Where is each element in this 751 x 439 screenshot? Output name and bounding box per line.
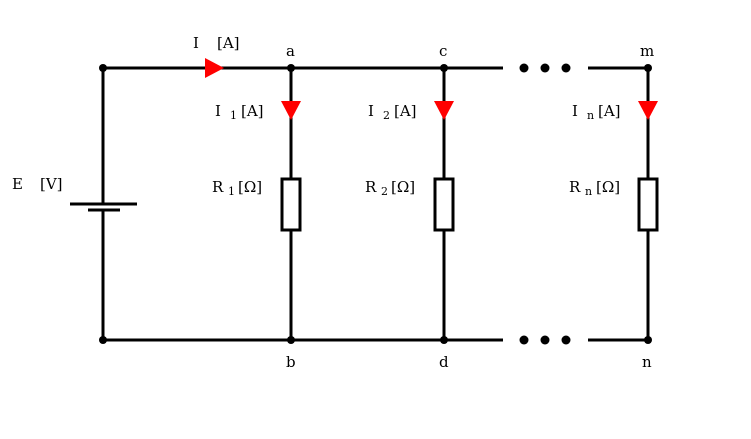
resistor-n <box>637 177 659 232</box>
node-label-n: n <box>642 353 652 371</box>
branchn-resistor-sub: n <box>585 185 592 198</box>
junction-n <box>644 336 652 344</box>
branch2-resistor-sub: 2 <box>381 185 388 198</box>
branch2-current-arrow <box>434 101 454 120</box>
source-unit: [V] <box>40 175 63 193</box>
branchn-current-arrow <box>638 101 658 120</box>
main-current-unit: [A] <box>217 34 240 52</box>
branch1-current-unit: [A] <box>241 102 264 120</box>
branch1-current-arrow <box>281 101 301 120</box>
junction-source-top <box>99 64 107 72</box>
branch1-current-sub: 1 <box>230 109 237 122</box>
main-current-arrow <box>205 58 224 78</box>
ellipsis-dot-bottom-3 <box>561 335 571 345</box>
branchn-current-label: I <box>572 102 578 120</box>
junction-d <box>440 336 448 344</box>
ellipsis-dot-top-3 <box>561 63 571 73</box>
branch1-current-label: I <box>215 102 221 120</box>
node-label-m: m <box>640 42 654 60</box>
node-label-a: a <box>286 42 295 60</box>
node-label-b: b <box>286 353 296 371</box>
branchn-resistor-unit: [Ω] <box>596 178 620 196</box>
branchn-current-sub: n <box>587 109 594 122</box>
node-label-d: d <box>439 353 449 371</box>
branchn-resistor-label: R <box>569 178 581 196</box>
branch1-resistor-sub: 1 <box>228 185 235 198</box>
resistor-2 <box>433 177 455 232</box>
branch1-resistor-label: R <box>212 178 224 196</box>
junction-m <box>644 64 652 72</box>
junction-source-bottom <box>99 336 107 344</box>
resistor-1 <box>280 177 302 232</box>
main-current-label: I <box>193 34 199 52</box>
branch2-resistor-label: R <box>365 178 377 196</box>
ellipsis-dot-bottom-2 <box>540 335 550 345</box>
ellipsis-dot-top-2 <box>540 63 550 73</box>
source-label: E <box>12 175 23 193</box>
branchn-current-unit: [A] <box>598 102 621 120</box>
branch2-current-unit: [A] <box>394 102 417 120</box>
node-label-c: c <box>439 42 447 60</box>
branch1-resistor-unit: [Ω] <box>238 178 262 196</box>
branch2-resistor-unit: [Ω] <box>391 178 415 196</box>
junction-c <box>440 64 448 72</box>
junction-a <box>287 64 295 72</box>
ellipsis-dot-bottom-1 <box>519 335 529 345</box>
branch2-current-label: I <box>368 102 374 120</box>
branch2-current-sub: 2 <box>383 109 390 122</box>
junction-b <box>287 336 295 344</box>
ellipsis-dot-top-1 <box>519 63 529 73</box>
